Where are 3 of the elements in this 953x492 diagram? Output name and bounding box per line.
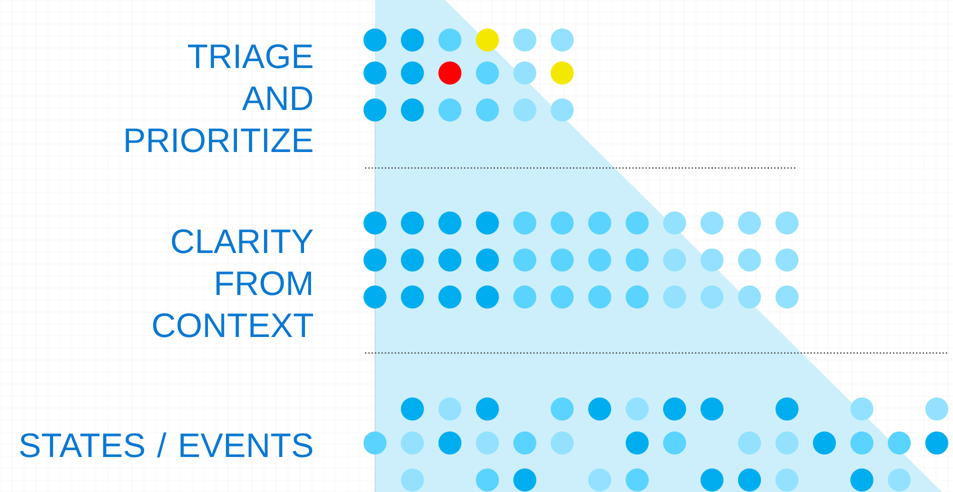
section-label: STATES / EVENTS — [20, 432, 312, 458]
section-label: TRIAGE AND PRIORITIZE — [126, 44, 312, 152]
section-label: CLARITY FROM CONTEXT — [153, 229, 314, 338]
